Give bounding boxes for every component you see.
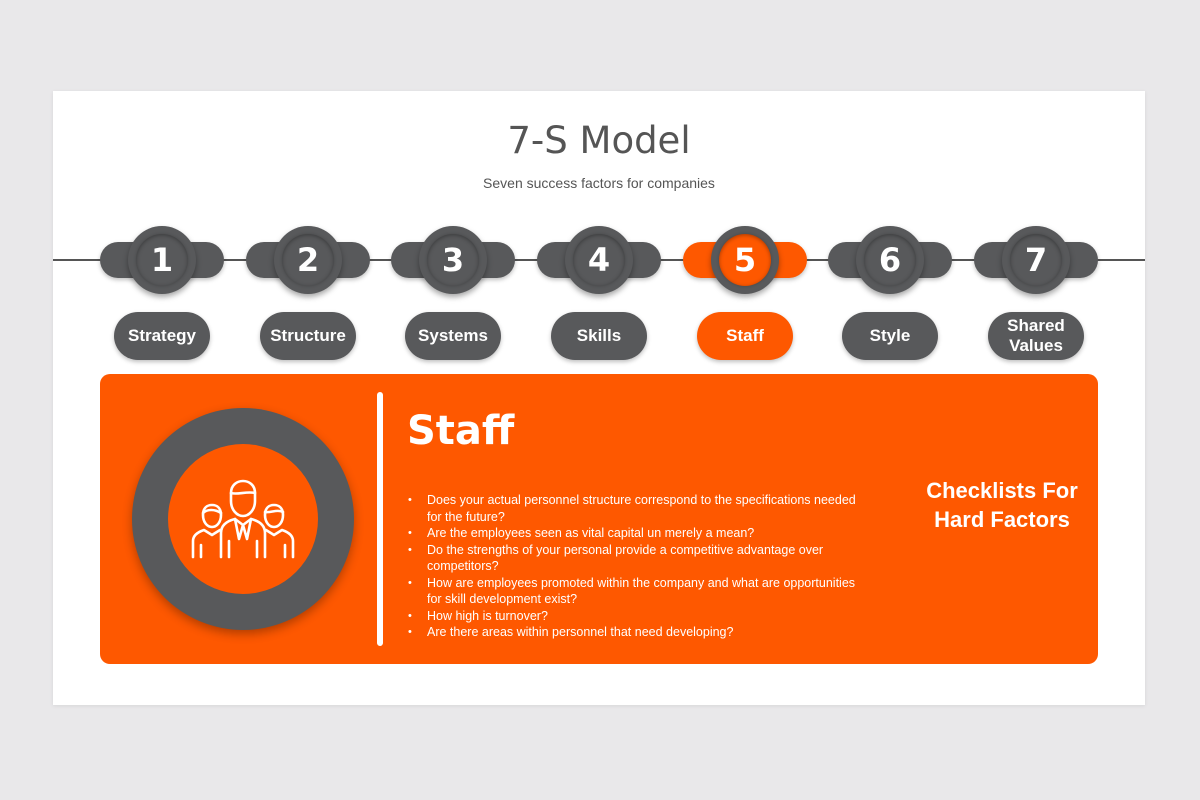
step-label[interactable]: Style: [842, 312, 938, 360]
step-label[interactable]: Systems: [405, 312, 501, 360]
step-circle: 6: [856, 226, 924, 294]
list-item: Does your actual personnel structure cor…: [405, 492, 865, 525]
step-label[interactable]: Staff: [697, 312, 793, 360]
step-number: 1: [136, 234, 188, 286]
list-item: Are the employees seen as vital capital …: [405, 525, 865, 542]
step-number: 2: [282, 234, 334, 286]
step-structure[interactable]: 2 Structure: [246, 91, 370, 366]
side-note: Checklists For Hard Factors: [926, 478, 1078, 532]
list-item: How are employees promoted within the co…: [405, 575, 865, 608]
slide: 7-S Model Seven success factors for comp…: [53, 91, 1145, 705]
step-circle: 7: [1002, 226, 1070, 294]
step-number: 7: [1010, 234, 1062, 286]
page-subtitle: Seven success factors for companies: [483, 175, 715, 191]
list-item: Are there areas within personnel that ne…: [405, 624, 865, 641]
icon-badge: [168, 444, 318, 594]
step-circle: 4: [565, 226, 633, 294]
list-item: Do the strengths of your personal provid…: [405, 542, 865, 575]
step-systems[interactable]: 3 Systems: [391, 91, 515, 366]
detail-title: Staff: [407, 408, 515, 454]
step-skills[interactable]: 4 Skills: [537, 91, 661, 366]
step-circle: 2: [274, 226, 342, 294]
step-style[interactable]: 6 Style: [828, 91, 952, 366]
step-number: 4: [573, 234, 625, 286]
icon-ring: [132, 408, 354, 630]
step-circle: 3: [419, 226, 487, 294]
step-circle: 5: [711, 226, 779, 294]
step-number: 5: [719, 234, 771, 286]
detail-panel: Staff Does your actual personnel structu…: [100, 374, 1098, 664]
panel-divider: [377, 392, 383, 646]
step-label[interactable]: Shared Values: [988, 312, 1084, 360]
step-shared-values[interactable]: 7 Shared Values: [974, 91, 1098, 366]
people-group-icon: [191, 479, 295, 559]
step-label[interactable]: Skills: [551, 312, 647, 360]
detail-bullet-list: Does your actual personnel structure cor…: [405, 492, 865, 641]
step-strategy[interactable]: 1 Strategy: [100, 91, 224, 366]
step-label[interactable]: Strategy: [114, 312, 210, 360]
step-circle: 1: [128, 226, 196, 294]
step-number: 6: [864, 234, 916, 286]
step-label[interactable]: Structure: [260, 312, 356, 360]
page-title: 7-S Model: [507, 119, 691, 162]
step-staff[interactable]: 5 Staff: [683, 91, 807, 366]
list-item: How high is turnover?: [405, 608, 865, 625]
step-number: 3: [427, 234, 479, 286]
